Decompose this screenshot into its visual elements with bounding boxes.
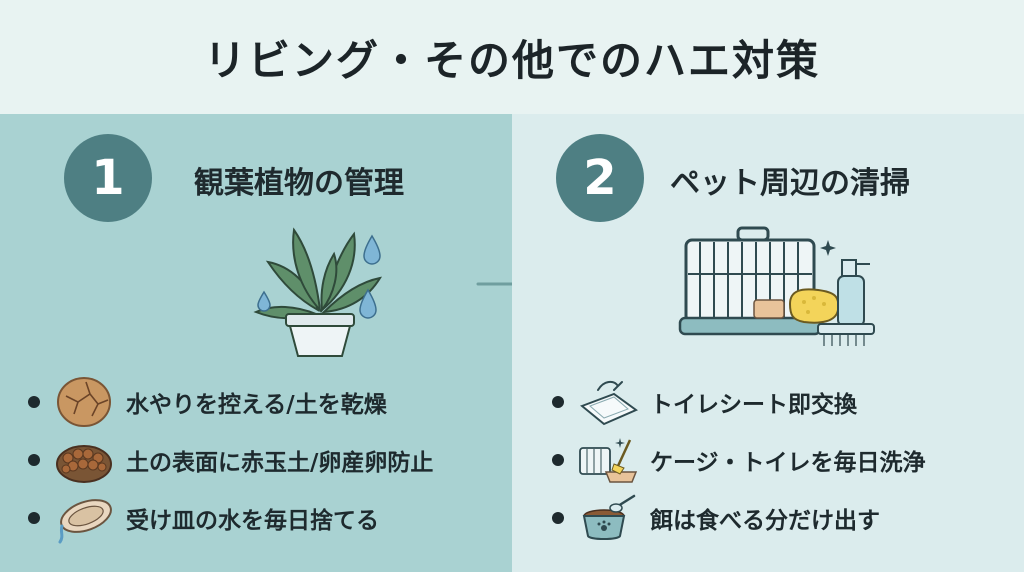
- plant-care-heading: 観葉植物の管理: [194, 166, 404, 201]
- list-item: 水やりを控える/土を乾燥: [28, 374, 387, 430]
- bullet: [552, 454, 564, 466]
- pet-cage-icon: [678, 226, 875, 346]
- cage-cleaning-icon: [579, 438, 638, 483]
- water-drop-icon: [257, 290, 271, 312]
- bullet: [552, 512, 564, 524]
- list-item: 土の表面に赤玉土/卵産卵防止: [28, 432, 433, 488]
- food-bowl-icon: [582, 494, 636, 540]
- item-text: ケージ・トイレを毎日洗浄: [650, 450, 926, 476]
- item-text: トイレシート即交換: [650, 392, 857, 418]
- step-number-1: 1: [64, 134, 152, 222]
- pet-area-panel: 2 ペット周辺の清掃 トイレシート即交換: [512, 114, 1024, 572]
- item-text: 受け皿の水を毎日捨てる: [126, 508, 379, 534]
- list-item: 餌は食べる分だけ出す: [552, 490, 880, 546]
- list-item: 受け皿の水を毎日捨てる: [28, 490, 379, 546]
- list-item: ケージ・トイレを毎日洗浄: [552, 432, 926, 488]
- dry-soil-icon: [57, 377, 111, 427]
- bullet: [28, 396, 40, 408]
- water-drops-icon: [359, 234, 381, 319]
- title-bar: リビング・その他でのハエ対策: [0, 0, 1024, 114]
- pet-area-heading: ペット周辺の清掃: [670, 166, 910, 201]
- item-text: 餌は食べる分だけ出す: [650, 508, 880, 534]
- plant-care-panel: 1 観葉植物の管理 水やりを控える/土を乾燥: [0, 114, 512, 572]
- pet-sheet-icon: [580, 380, 638, 426]
- bullet: [552, 396, 564, 408]
- clay-balls-icon: [56, 445, 112, 483]
- saucer-icon: [58, 499, 112, 544]
- item-text: 土の表面に赤玉土/卵産卵防止: [126, 450, 434, 476]
- potted-plant-icon: [253, 227, 383, 357]
- list-item: トイレシート即交換: [552, 374, 857, 430]
- bullet: [28, 454, 40, 466]
- item-text: 水やりを控える/土を乾燥: [126, 392, 387, 418]
- bullet: [28, 512, 40, 524]
- page-title: リビング・その他でのハエ対策: [203, 35, 820, 85]
- step-number-2: 2: [556, 134, 644, 222]
